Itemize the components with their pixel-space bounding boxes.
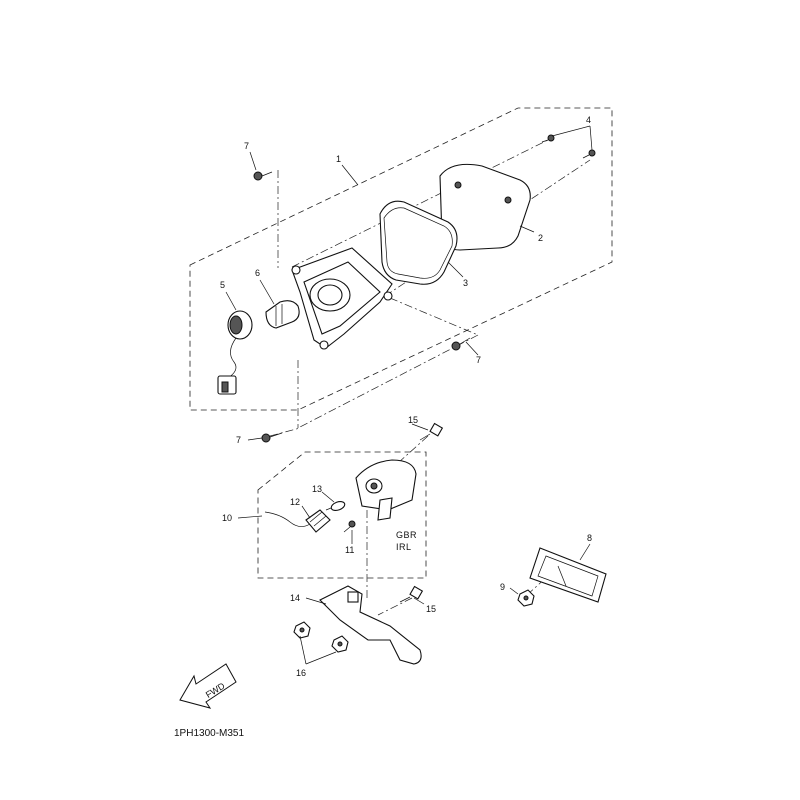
callout-4: 4 <box>586 115 591 125</box>
callout-7-bottom: 7 <box>236 435 241 445</box>
region-label-irl: IRL <box>396 542 412 552</box>
callout-15-bottom: 15 <box>426 604 436 614</box>
callout-10: 10 <box>222 513 232 523</box>
tail-light-housing <box>291 247 393 350</box>
callout-11: 11 <box>345 545 354 555</box>
callout-6: 6 <box>255 268 260 278</box>
forward-direction-arrow: FWD <box>179 663 237 709</box>
bulb-socket <box>217 310 253 395</box>
callout-14: 14 <box>290 593 300 603</box>
screw-7-top <box>253 171 273 181</box>
callout-15-top: 15 <box>408 415 418 425</box>
callout-13: 13 <box>312 484 322 494</box>
drawing-code: 1PH1300-M351 <box>174 728 244 739</box>
callout-16: 16 <box>296 668 306 678</box>
callout-labels: 1 2 3 4 5 6 7 7 7 8 9 10 11 12 13 14 15 … <box>220 115 592 678</box>
screw-11 <box>343 520 356 533</box>
screw-7-bottom <box>261 432 283 443</box>
callout-5: 5 <box>220 280 225 290</box>
license-light-housing <box>355 459 417 521</box>
callout-2: 2 <box>538 233 543 243</box>
region-label-gbr: GBR <box>396 530 417 540</box>
callout-7-right: 7 <box>476 355 481 365</box>
callout-8: 8 <box>587 533 592 543</box>
bulb <box>265 300 300 329</box>
callout-12: 12 <box>290 497 300 507</box>
screw-4-pair <box>541 134 596 159</box>
callout-leaders <box>225 125 593 665</box>
lens-gasket <box>379 200 458 285</box>
callout-1: 1 <box>336 154 341 164</box>
lower-assembly-boundary <box>257 451 427 579</box>
license-socket-wire <box>264 509 331 533</box>
screw-15-bottom <box>399 585 424 603</box>
callout-7-top: 7 <box>244 141 249 151</box>
screw-15-top <box>419 422 444 441</box>
screw-7-right <box>451 337 471 351</box>
reflector <box>529 547 607 603</box>
callout-3: 3 <box>463 278 468 288</box>
alignment-lines <box>269 139 591 616</box>
upper-assembly-boundary <box>189 107 613 411</box>
mounting-bracket <box>319 585 422 665</box>
license-bulb <box>325 500 346 512</box>
nut-9 <box>517 589 535 607</box>
callout-9: 9 <box>500 582 505 592</box>
nuts-16 <box>293 621 349 653</box>
